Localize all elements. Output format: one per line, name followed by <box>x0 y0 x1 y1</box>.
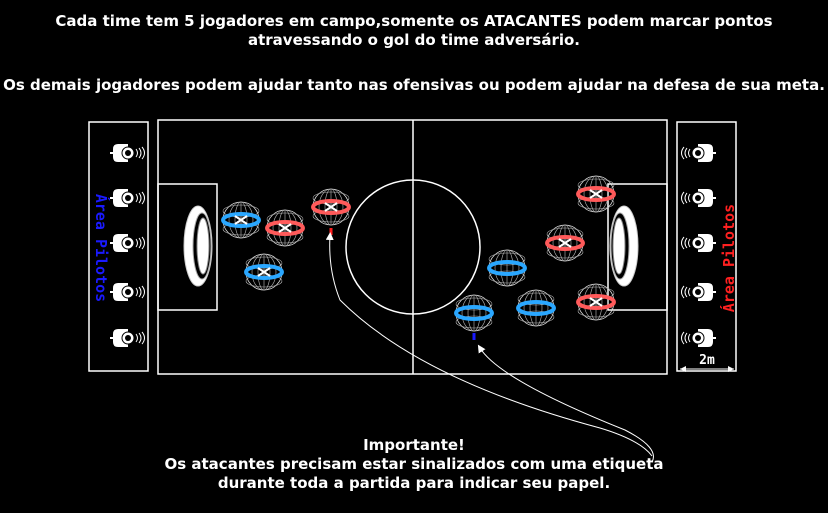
pilot-icon <box>109 188 145 208</box>
pilots-left <box>109 143 145 348</box>
note-line-2: durante toda a partida para indicar seu … <box>217 474 611 492</box>
note: Importante! Os atacantes precisam estar … <box>0 436 828 493</box>
pilot-icon <box>109 282 145 302</box>
robot-blue <box>487 249 527 287</box>
robot-red <box>576 283 616 321</box>
attacker-tag <box>472 333 476 340</box>
pilot-area-right-label: Área Pilotos <box>719 204 738 312</box>
pilot-icon <box>681 143 717 163</box>
pointer-to-blue-attacker <box>477 344 654 463</box>
attacker-tag <box>329 228 333 235</box>
pilot-area-left-box <box>88 121 149 372</box>
robot-red <box>545 224 585 262</box>
intro-text: Cada time tem 5 jogadores em campo,somen… <box>0 12 828 50</box>
pilot-icon <box>681 282 717 302</box>
pointer-to-red-attacker <box>325 232 653 457</box>
pilot-icon <box>681 233 717 253</box>
pilots-right <box>681 143 717 348</box>
goal-left <box>183 205 213 287</box>
intro-line-2: atravessando o gol do time adversário. <box>247 31 581 49</box>
robot-blue-attacker <box>454 294 494 340</box>
note-title: Importante! <box>363 436 465 454</box>
pilot-icon <box>109 233 145 253</box>
robot-blue <box>516 289 556 327</box>
intro-line-1: Cada time tem 5 jogadores em campo,somen… <box>55 12 773 30</box>
dimension-label: 2m <box>699 353 715 368</box>
robot-blue <box>221 201 261 239</box>
intro-line-3: Os demais jogadores podem ajudar tanto n… <box>3 76 825 94</box>
pilot-icon <box>681 328 717 348</box>
note-line-1: Os atacantes precisam estar sinalizados … <box>164 455 664 473</box>
robot-blue <box>244 253 284 291</box>
pilot-icon <box>109 143 145 163</box>
goal-right <box>609 205 639 287</box>
robot-red <box>576 175 616 213</box>
pilot-icon <box>109 328 145 348</box>
pilot-area-left-label: Área Pilotos <box>92 194 111 302</box>
soccer-field <box>157 119 668 375</box>
robot-red <box>265 209 305 247</box>
pilot-icon <box>681 188 717 208</box>
robot-red-attacker <box>311 188 351 235</box>
pilot-area-right-box <box>676 121 737 372</box>
